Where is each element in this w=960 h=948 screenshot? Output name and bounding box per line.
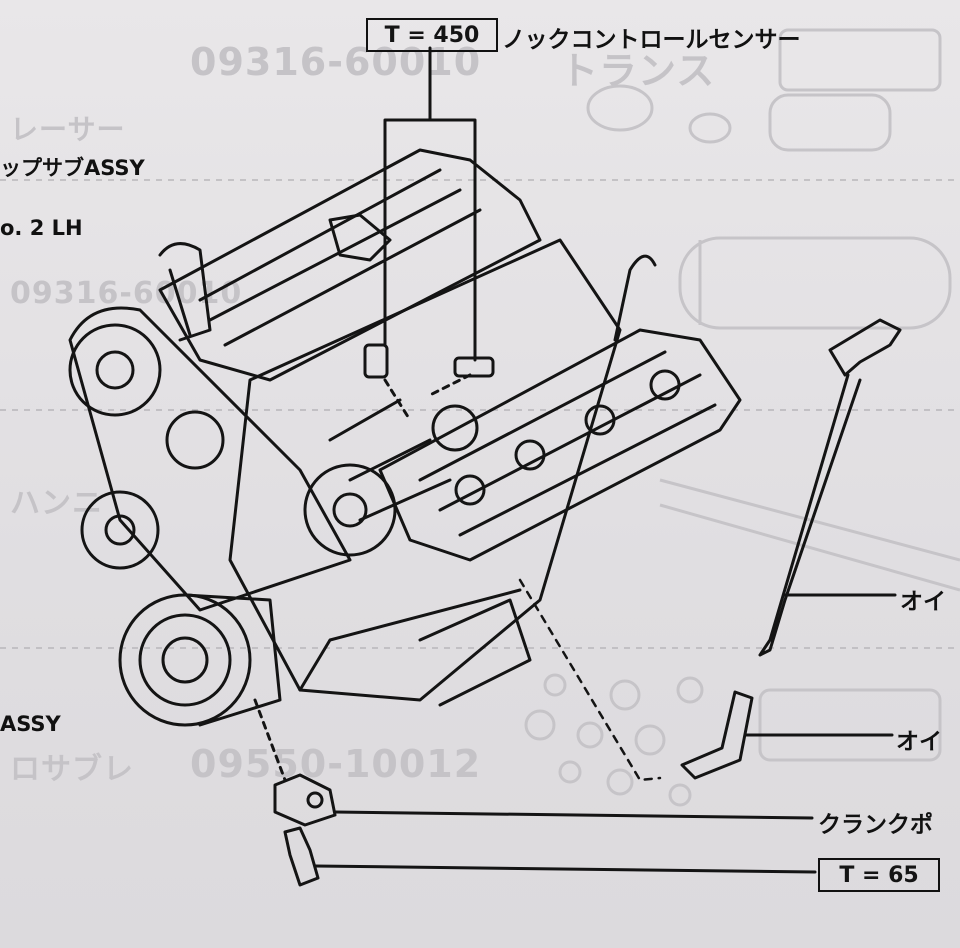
oil-dipstick-label: オイ — [900, 589, 946, 615]
oil-filler-label: オイ — [896, 729, 942, 755]
knock-sensor-label: ノックコントロールセンサー — [502, 27, 801, 53]
ghost-kana: ハンニ — [10, 486, 103, 521]
crank-position-label: クランクポ — [818, 812, 933, 838]
margin-label: ップサブASSY — [0, 156, 145, 180]
ghost-part-number: 09316-60010 — [190, 40, 482, 84]
ghost-kana: ロサブレ — [10, 752, 134, 787]
margin-label: o. 2 LH — [0, 216, 83, 240]
ghost-part-number: 09550-10012 — [190, 742, 482, 786]
ghost-kana: トランス — [560, 49, 716, 93]
torque-spec-box: T = 450 — [366, 18, 498, 52]
torque-spec-box: T = 65 — [818, 858, 940, 892]
margin-label: ASSY — [0, 712, 61, 736]
ghost-kana: レーサー — [10, 113, 126, 146]
